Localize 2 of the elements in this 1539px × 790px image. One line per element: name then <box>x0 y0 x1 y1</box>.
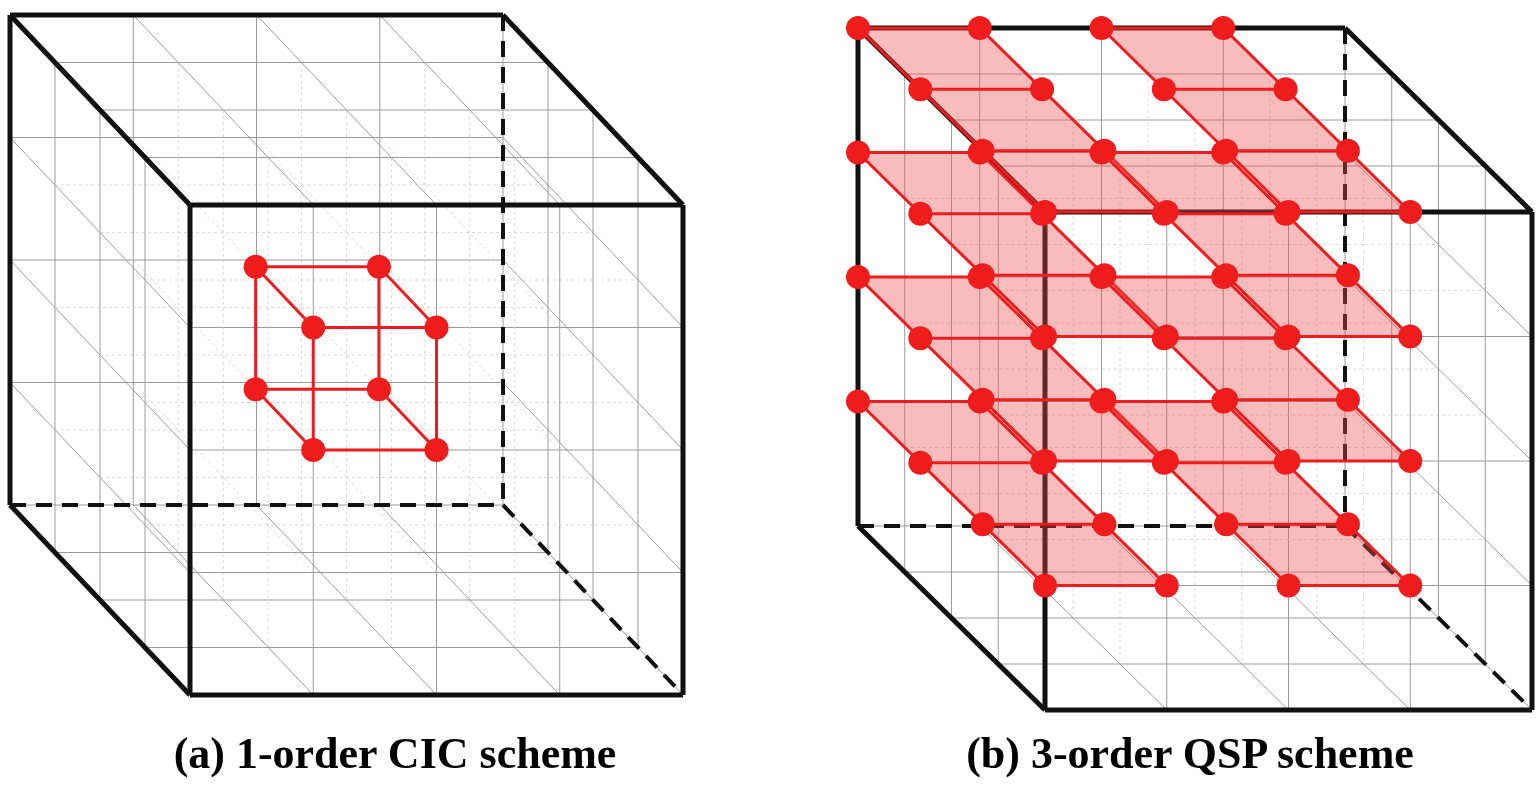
figure-caption: (a) 1-order CIC scheme <box>173 728 617 779</box>
figure-caption: (b) 3-order QSP scheme <box>966 728 1414 779</box>
